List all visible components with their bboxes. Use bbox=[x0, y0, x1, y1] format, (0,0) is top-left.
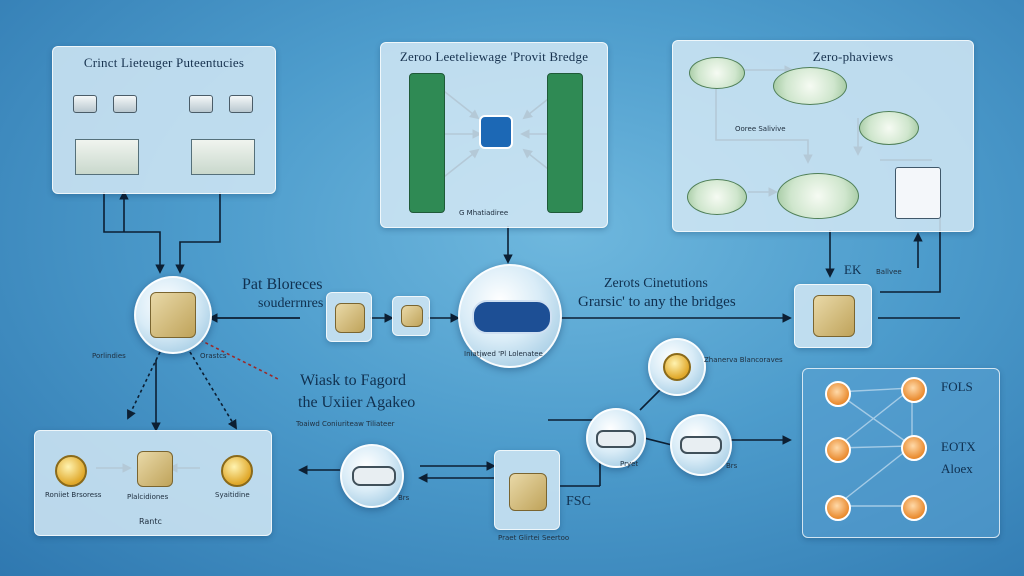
panel-top-left-title: Crinct Lieteuger Puteentucies bbox=[83, 55, 245, 70]
people-label-1: FOLS bbox=[941, 379, 973, 394]
ek-small: Ballvee bbox=[876, 268, 902, 276]
hub-center bbox=[458, 264, 562, 368]
fsc-small: Praet Glirtei Seertoo bbox=[498, 534, 570, 542]
user-icon bbox=[825, 495, 851, 521]
device-icon bbox=[73, 95, 97, 113]
link-hub-right bbox=[670, 414, 732, 476]
left-hub-title-2: souderrnres bbox=[258, 296, 324, 311]
link-icon bbox=[596, 430, 636, 448]
knot-icon bbox=[813, 295, 855, 337]
bottom-left-sub: Plalcidiones bbox=[127, 493, 169, 501]
monitor-icon bbox=[191, 139, 255, 175]
bottom-left-coin-1: Roniiet Brsoress bbox=[45, 491, 102, 499]
brs-label-right: Brs bbox=[726, 462, 738, 470]
panel-top-center: Zeroo Leeteliewage 'Provit Bredge G Mhat… bbox=[380, 42, 608, 228]
node-icon bbox=[689, 57, 745, 89]
prt-label: Pryet bbox=[620, 460, 639, 468]
hub-left bbox=[134, 276, 212, 354]
node-icon bbox=[687, 179, 747, 215]
knot-icon bbox=[401, 305, 423, 327]
knot-tile-right bbox=[794, 284, 872, 348]
server-icon bbox=[895, 167, 941, 219]
user-icon bbox=[901, 495, 927, 521]
knot-icon bbox=[509, 473, 547, 511]
knot-icon bbox=[137, 451, 173, 487]
bottom-middle-hub bbox=[340, 444, 404, 508]
bridge-icon bbox=[479, 115, 513, 149]
stack-left bbox=[409, 73, 445, 213]
panel-top-right-sublabel: Ooree Salivive bbox=[735, 125, 786, 133]
coin-hub bbox=[648, 338, 706, 396]
panel-top-left: Crinct Lieteuger Puteentucies bbox=[52, 46, 276, 194]
ek-label: EK bbox=[844, 262, 862, 277]
bottom-left-caption: Rantc bbox=[139, 517, 162, 526]
center-hub-caption: Iniatjwed 'Pl Lolenatee bbox=[464, 350, 543, 358]
node-icon bbox=[777, 173, 859, 219]
node-icon bbox=[773, 67, 847, 105]
fsc-tile bbox=[494, 450, 560, 530]
hub-left-label-1: Porlindies bbox=[92, 352, 126, 360]
knot-tile bbox=[326, 292, 372, 342]
right-banner-line-2: Grarsic' to any the bridges bbox=[578, 294, 736, 310]
panel-bottom-right: FOLS EOTX Aloex bbox=[802, 368, 1000, 538]
knot-tile-small bbox=[392, 296, 430, 336]
device-icon bbox=[229, 95, 253, 113]
panel-top-center-caption: G Mhatiadiree bbox=[459, 209, 509, 217]
stack-right bbox=[547, 73, 583, 213]
user-icon bbox=[825, 381, 851, 407]
panel-top-right: Zero-phaviews Ooree Salivive bbox=[672, 40, 974, 232]
node-icon bbox=[859, 111, 919, 145]
left-hub-title-1: Pat Bloreces bbox=[242, 276, 323, 293]
link-icon bbox=[352, 466, 396, 486]
user-icon bbox=[901, 377, 927, 403]
right-banner-line-1: Zerots Cinetutions bbox=[604, 276, 708, 291]
bottom-left-coin-2: Syaitidine bbox=[215, 491, 250, 499]
panel-top-right-title: Zero-phaviews bbox=[812, 49, 894, 64]
knot-icon bbox=[335, 303, 365, 333]
mid-text-line-2: the Uxiier Agakeo bbox=[298, 394, 416, 411]
link-icon bbox=[680, 436, 722, 454]
mid-text-small: Toaiwd Coniuriteaw Tiliateer bbox=[296, 420, 395, 428]
link-hub-left bbox=[586, 408, 646, 468]
user-icon bbox=[901, 435, 927, 461]
device-icon bbox=[189, 95, 213, 113]
coin-right-label: Zhanerva Blancoraves bbox=[704, 356, 783, 364]
fsc-label: FSC bbox=[566, 494, 591, 509]
bottom-middle-label: Brs bbox=[398, 494, 410, 502]
monitor-icon bbox=[75, 139, 139, 175]
coin-icon bbox=[55, 455, 87, 487]
people-label-2: EOTX bbox=[941, 439, 976, 454]
people-label-3: Aloex bbox=[941, 461, 973, 476]
coin-icon bbox=[663, 353, 691, 381]
device-icon bbox=[113, 95, 137, 113]
coin-icon bbox=[221, 455, 253, 487]
knot-icon bbox=[150, 292, 196, 338]
panel-bottom-left: Roniiet Brsoress Plalcidiones Syaitidine… bbox=[34, 430, 272, 536]
panel-top-center-title: Zeroo Leeteliewage 'Provit Bredge bbox=[399, 49, 589, 64]
user-icon bbox=[825, 437, 851, 463]
toggle-switch-icon bbox=[472, 300, 552, 334]
hub-left-label-2: Orastcs bbox=[200, 352, 227, 360]
mid-text-line-1: Wiask to Fagord bbox=[300, 372, 407, 389]
